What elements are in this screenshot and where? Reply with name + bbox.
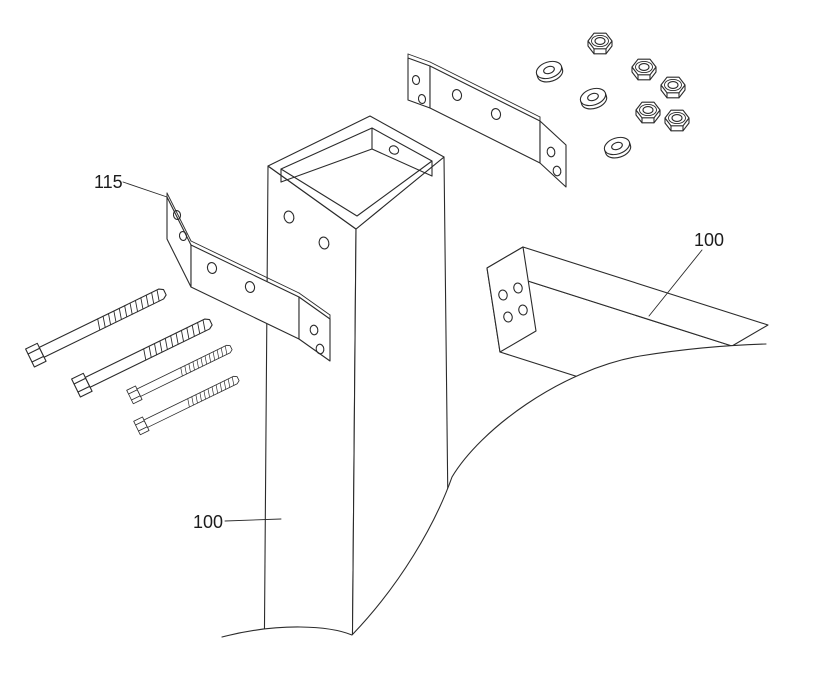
- label-column: 100: [193, 512, 223, 532]
- hex-nut: [635, 101, 661, 124]
- beam-bolt-hole: [498, 289, 508, 301]
- right-bracket: [407, 53, 567, 188]
- hex-nut: [631, 58, 657, 81]
- leader-line-bracket: [122, 181, 168, 198]
- column-top-rim: [267, 115, 445, 230]
- hex-nut: [660, 76, 686, 99]
- washer: [601, 133, 634, 162]
- column-right-face: [351, 156, 451, 655]
- bracket-hole: [411, 74, 421, 86]
- bolts: [25, 282, 242, 436]
- column-bolt-hole: [283, 210, 295, 224]
- beam-bolt-hole: [513, 282, 523, 294]
- column-post: [263, 115, 451, 655]
- bracket-hole: [451, 89, 463, 101]
- column-inner-hole: [388, 145, 400, 155]
- right-bracket-right-flange: [539, 120, 567, 188]
- label-beam: 100: [694, 230, 724, 250]
- bracket-hole: [244, 281, 256, 293]
- washer: [577, 84, 610, 113]
- bracket-hole: [546, 146, 556, 158]
- column-inner-wall-edge: [371, 148, 433, 177]
- left-bracket-left-flange: [166, 196, 192, 288]
- hex-nut: [587, 32, 613, 55]
- label-bracket: 115: [94, 172, 123, 192]
- leader-line-column: [224, 518, 282, 522]
- beam-bolt-hole: [503, 311, 513, 323]
- bracket-hole: [315, 343, 325, 355]
- labels: 115 100 100: [94, 172, 724, 532]
- bracket-hole: [172, 209, 182, 221]
- hex-bolt: [133, 371, 242, 436]
- column-left-face: [263, 165, 357, 655]
- column-inner-wall-edge: [280, 148, 373, 183]
- column-bolt-hole: [318, 236, 330, 250]
- beam-bolt-hole: [518, 304, 528, 316]
- bracket-hole: [206, 262, 218, 274]
- bracket-hole: [552, 165, 562, 177]
- leader-line-beam: [648, 249, 703, 317]
- column-inner-rim: [280, 127, 433, 217]
- bracket-hole: [417, 93, 427, 105]
- right-bracket-main-face: [429, 65, 541, 164]
- bracket-hole: [309, 324, 319, 336]
- bracket-hole: [490, 108, 502, 120]
- washer: [533, 57, 566, 86]
- bracket-hole: [178, 230, 188, 242]
- break-line: [221, 343, 767, 638]
- left-bracket: [166, 192, 331, 362]
- hex-nut: [664, 109, 690, 132]
- beam-end-face: [486, 246, 537, 353]
